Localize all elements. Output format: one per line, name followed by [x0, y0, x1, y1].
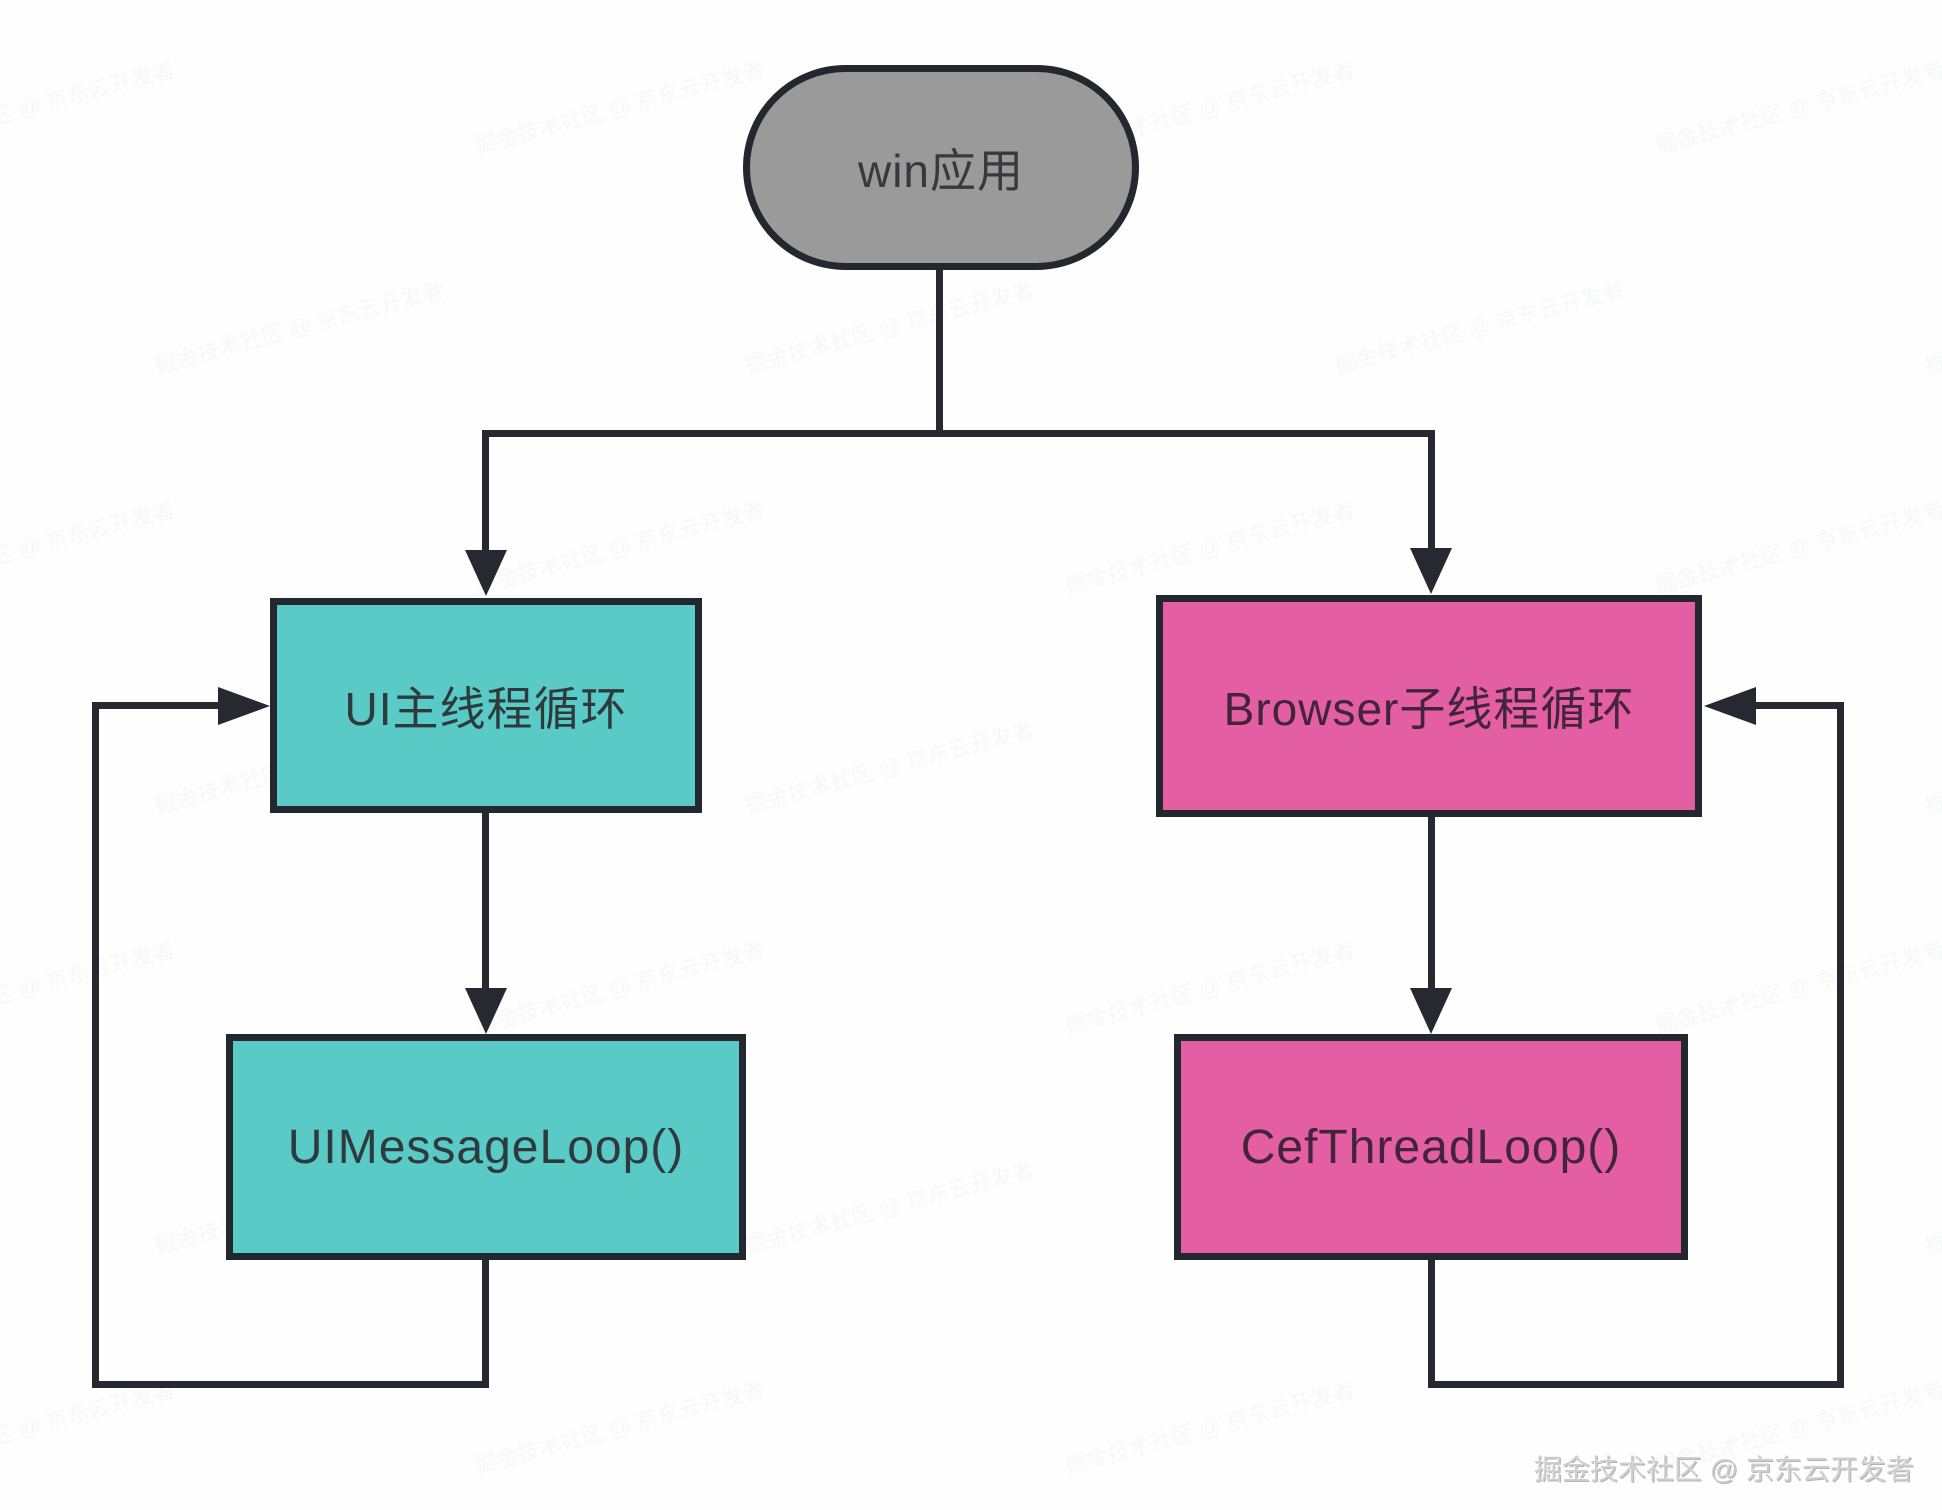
loop-right-down-segment — [1428, 1256, 1435, 1388]
watermark-tile: 掘金技术社区 @ 京东云开发者 — [742, 1156, 1038, 1259]
connector-split-horizontal — [482, 430, 1435, 437]
watermark-tile: 掘金技术社区 @ 京东云开发者 — [1922, 717, 1942, 819]
watermark-tile: 掘金技术社区 @ 京东云开发者 — [1062, 936, 1358, 1039]
watermark-tile: 掘金技术社区 @ 京东云开发者 — [0, 936, 178, 1039]
watermark-tile: 掘金技术社区 @ 京东云开发者 — [1062, 496, 1358, 599]
connector-ui-main-to-message — [482, 808, 489, 992]
watermark-tile: 掘金技术社区 @ 京东云开发者 — [1922, 277, 1942, 379]
node-cef-thread-loop: CefThreadLoop() — [1174, 1034, 1688, 1260]
watermark-tile: 掘金技术社区 @ 京东云开发者 — [1652, 496, 1942, 599]
node-ui-message-loop: UIMessageLoop() — [226, 1034, 746, 1260]
loop-right-bottom-segment — [1428, 1381, 1844, 1388]
watermark-tile: 掘金技术社区 @ 京东云开发者 — [1062, 1376, 1358, 1479]
loop-left-down-segment — [482, 1256, 489, 1388]
node-ui-main-thread-loop: UI主线程循环 — [270, 598, 702, 813]
arrowhead-right-icon — [218, 687, 270, 725]
loop-left-up-segment — [92, 702, 99, 1388]
loop-left-top-segment — [92, 702, 224, 709]
connector-split-to-ui-main — [482, 430, 489, 554]
arrowhead-down-icon — [465, 988, 507, 1034]
watermark-tile: 掘金技术社区 @ 京东云开发者 — [0, 56, 178, 159]
node-browser-thread-loop: Browser子线程循环 — [1156, 595, 1702, 817]
node-win-app-label: win应用 — [857, 144, 1025, 197]
node-win-app: win应用 — [743, 65, 1139, 270]
connector-browser-to-cef — [1428, 812, 1435, 992]
watermark-tile: 掘金技术社区 @ 京东云开发者 — [0, 1376, 178, 1479]
arrowhead-down-icon — [465, 550, 507, 596]
arrowhead-left-icon — [1704, 687, 1756, 725]
watermark-tile: 掘金技术社区 @ 京东云开发者 — [742, 276, 1038, 379]
watermark-tile: 掘金技术社区 @ 京东云开发者 — [472, 496, 768, 599]
watermark-tile: 掘金技术社区 @ 京东云开发者 — [1652, 936, 1942, 1039]
arrowhead-down-icon — [1410, 988, 1452, 1034]
arrowhead-down-icon — [1410, 548, 1452, 594]
connector-win-to-split — [936, 268, 943, 437]
loop-right-top-segment — [1754, 702, 1844, 709]
watermark-tile: 掘金技术社区 @ 京东云开发者 — [472, 56, 768, 159]
node-browser-thread-loop-label: Browser子线程循环 — [1223, 683, 1635, 735]
watermark-tile: 掘金技术社区 @ 京东云开发者 — [152, 276, 448, 379]
loop-left-bottom-segment — [92, 1381, 489, 1388]
watermark-tile: 掘金技术社区 @ 京东云开发者 — [472, 936, 768, 1039]
watermark-tile: 掘金技术社区 @ 京东云开发者 — [1652, 56, 1942, 159]
credit-watermark: 掘金技术社区 @ 京东云开发者 — [1534, 1454, 1914, 1485]
watermark-tile: 掘金技术社区 @ 京东云开发者 — [472, 1376, 768, 1479]
watermark-tile: 掘金技术社区 @ 京东云开发者 — [0, 496, 178, 599]
node-ui-message-loop-label: UIMessageLoop() — [287, 1120, 685, 1174]
watermark-tile: 掘金技术社区 @ 京东云开发者 — [742, 716, 1038, 819]
loop-right-up-segment — [1837, 702, 1844, 1388]
watermark-tile: 掘金技术社区 @ 京东云开发者 — [1332, 276, 1628, 379]
watermark-tile: 掘金技术社区 @ 京东云开发者 — [1922, 1157, 1942, 1259]
node-cef-thread-loop-label: CefThreadLoop() — [1240, 1120, 1622, 1174]
node-ui-main-thread-loop-label: UI主线程循环 — [344, 682, 628, 735]
connector-split-to-browser — [1428, 430, 1435, 552]
